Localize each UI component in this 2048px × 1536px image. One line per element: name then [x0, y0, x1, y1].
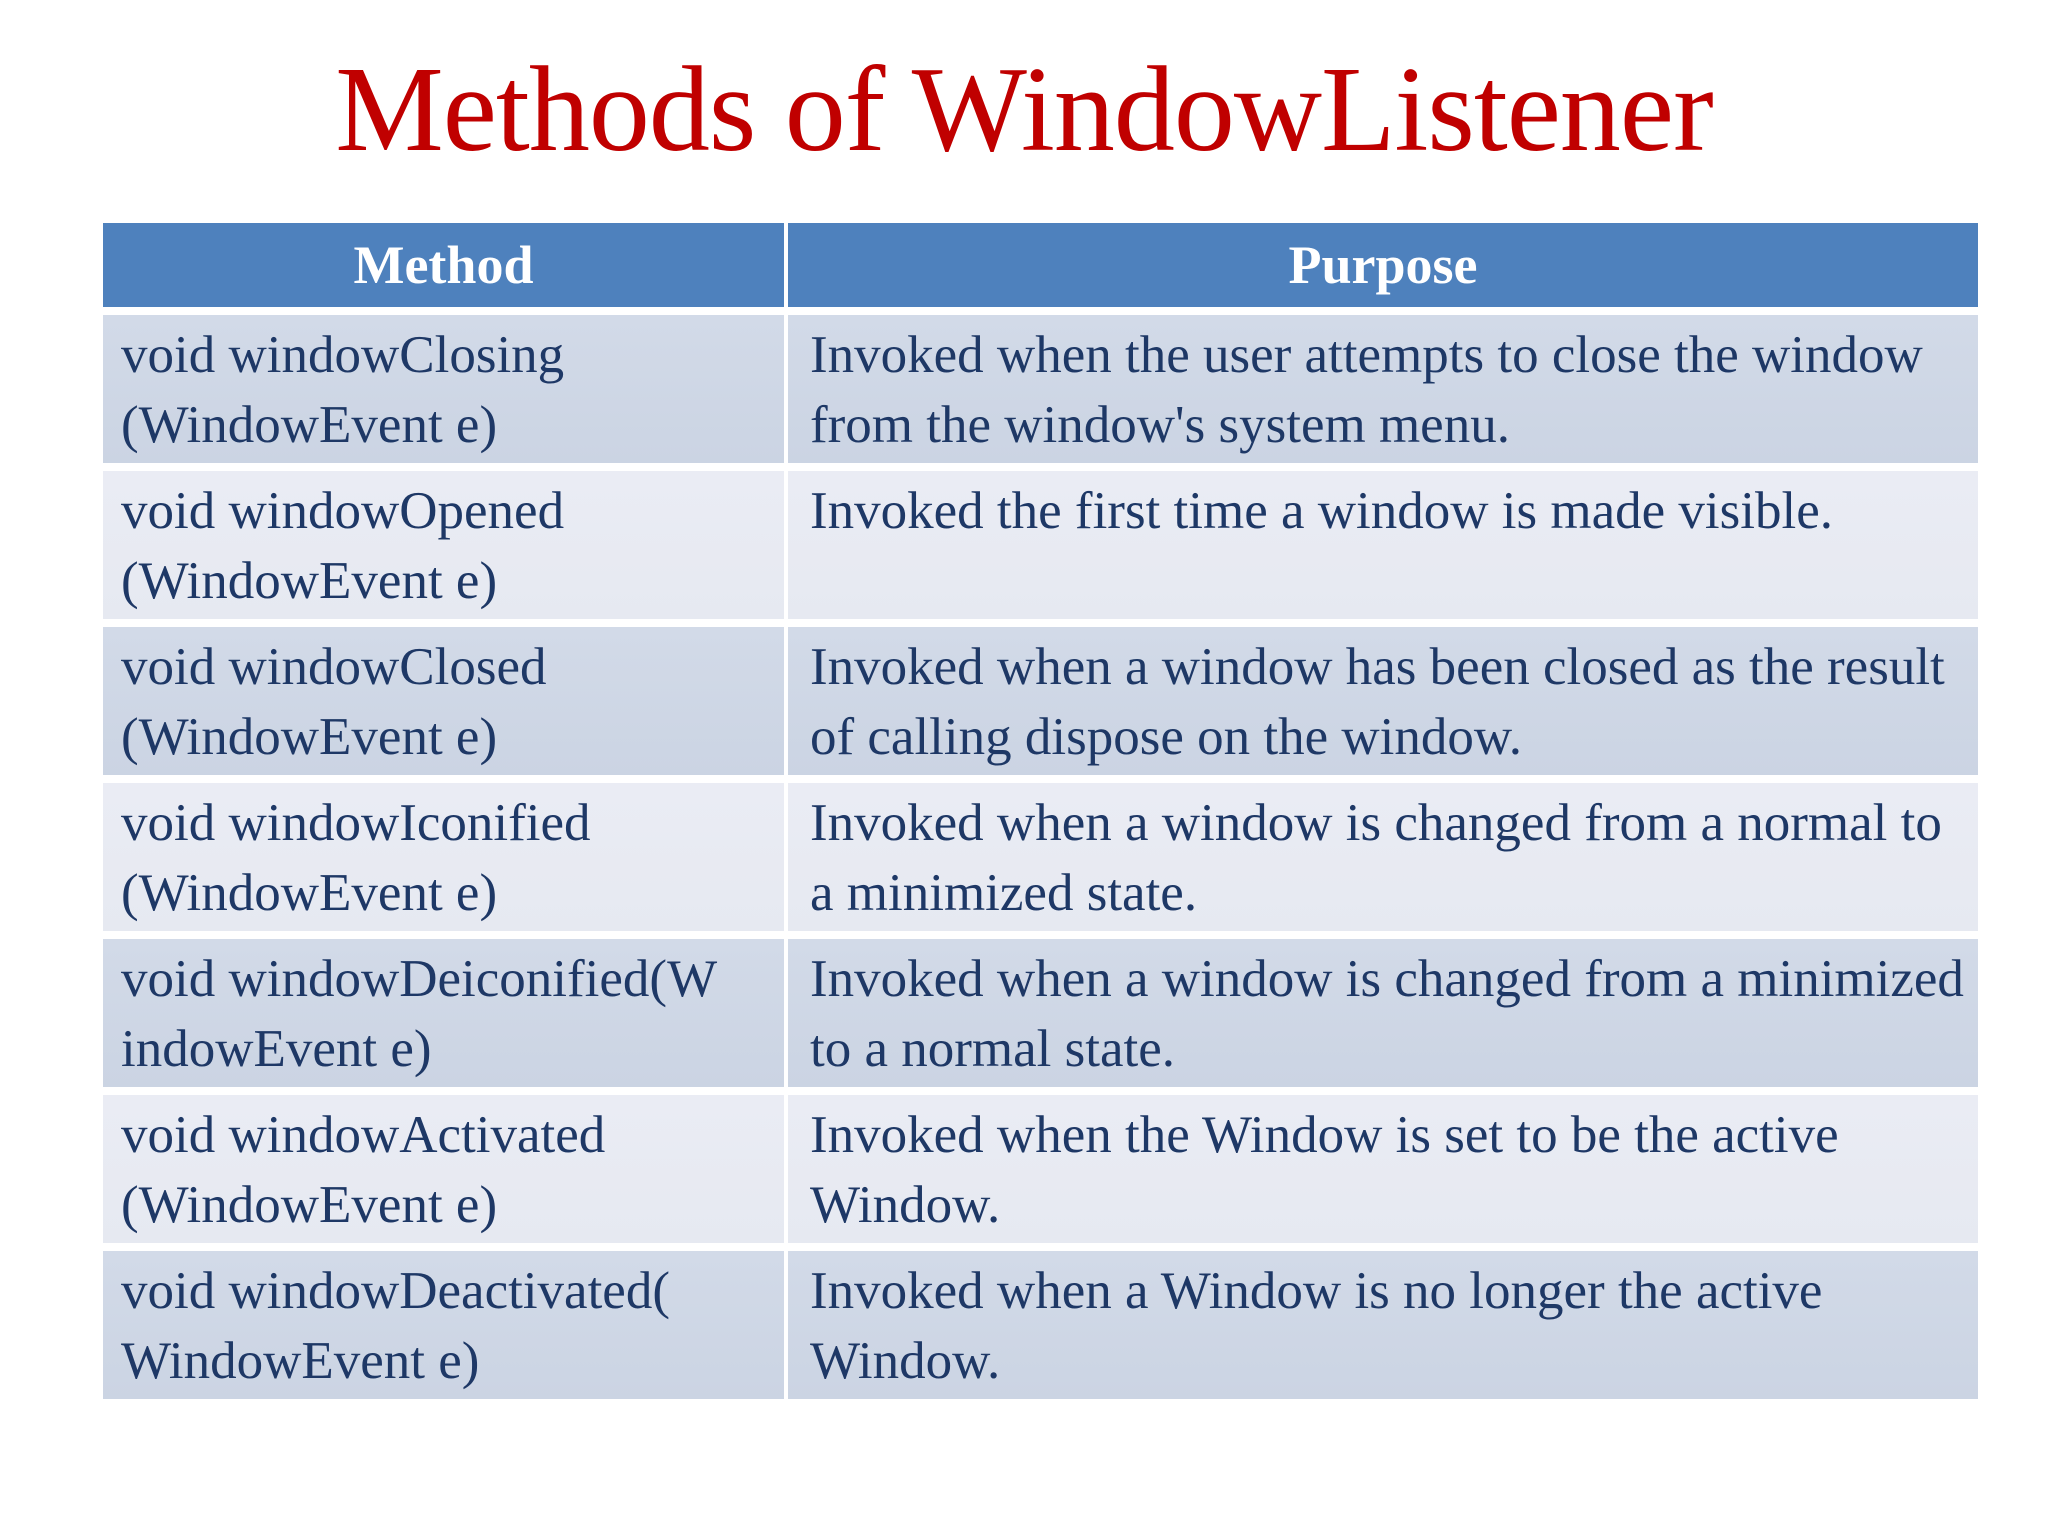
- purpose-cell-windowDeactivated: Invoked when a Window is no longer the a…: [788, 1251, 1978, 1399]
- method-cell-windowClosed: void windowClosed (WindowEvent e): [103, 627, 784, 775]
- method-cell-windowDeiconified: void windowDeiconified(W indowEvent e): [103, 939, 784, 1087]
- purpose-cell-windowIconified: Invoked when a window is changed from a …: [788, 783, 1978, 931]
- purpose-cell-windowClosed: Invoked when a window has been closed as…: [788, 627, 1978, 775]
- table-header-method: Method: [103, 223, 784, 307]
- purpose-cell-windowOpened: Invoked the first time a window is made …: [788, 471, 1978, 619]
- purpose-cell-windowDeiconified: Invoked when a window is changed from a …: [788, 939, 1978, 1087]
- purpose-cell-windowClosing: Invoked when the user attempts to close …: [788, 315, 1978, 463]
- purpose-cell-windowActivated: Invoked when the Window is set to be the…: [788, 1095, 1978, 1243]
- method-cell-windowIconified: void windowIconified (WindowEvent e): [103, 783, 784, 931]
- method-cell-windowOpened: void windowOpened (WindowEvent e): [103, 471, 784, 619]
- method-cell-windowActivated: void windowActivated (WindowEvent e): [103, 1095, 784, 1243]
- method-cell-windowDeactivated: void windowDeactivated( WindowEvent e): [103, 1251, 784, 1399]
- table-header-purpose: Purpose: [788, 223, 1978, 307]
- method-cell-windowClosing: void windowClosing (WindowEvent e): [103, 315, 784, 463]
- methods-table: Method Purpose void windowClosing (Windo…: [103, 223, 1978, 1399]
- page-title: Methods of WindowListener: [335, 42, 1713, 177]
